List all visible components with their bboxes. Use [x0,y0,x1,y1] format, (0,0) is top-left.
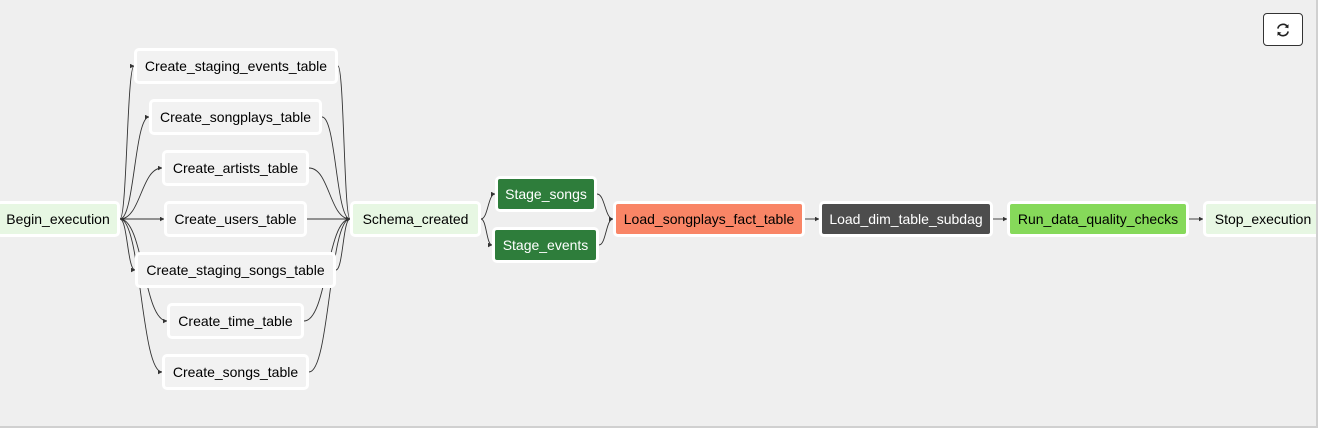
node-create-users-table[interactable]: Create_users_table [164,201,307,237]
edge-schema_created-to-stage_events [480,218,493,248]
node-label: Run_data_quality_checks [1017,211,1179,227]
node-label: Load_songplays_fact_table [623,211,795,227]
node-label: Schema_created [362,211,469,227]
node-schema-created[interactable]: Schema_created [350,201,481,237]
node-create-songs-table[interactable]: Create_songs_table [162,354,309,390]
node-label: Create_artists_table [172,160,299,176]
refresh-icon [1277,23,1289,36]
node-create-songplays-table[interactable]: Create_songplays_table [149,99,322,135]
node-stage-songs[interactable]: Stage_songs [495,176,597,212]
node-stop-execution[interactable]: Stop_execution [1203,201,1316,237]
node-label: Create_staging_events_table [144,58,328,74]
refresh-button[interactable] [1263,13,1303,46]
node-label: Stage_songs [505,186,587,202]
edge-begin_execution-to-create_songplays_table [119,114,150,220]
node-label: Create_staging_songs_table [146,262,325,278]
node-load-dim-table-subdag[interactable]: Load_dim_table_subdag [819,201,993,237]
node-label: Stage_events [502,237,589,253]
edge-create_artists_table-to-schema_created [308,167,351,222]
edge-begin_execution-to-create_staging_songs_table [119,218,136,273]
node-label: Create_time_table [178,313,293,329]
node-load-songplays-fact-table[interactable]: Load_songplays_fact_table [613,201,805,237]
edge-create_staging_events_table-to-schema_created [337,65,351,222]
node-label: Create_users_table [174,211,297,227]
edge-stage_events-to-load_songplays_fact_table [598,216,614,246]
node-create-time-table[interactable]: Create_time_table [167,303,304,339]
edge-create_songs_table-to-schema_created [308,216,351,373]
node-run-data-quality-checks[interactable]: Run_data_quality_checks [1007,201,1189,237]
node-label: Begin_execution [6,211,110,227]
node-create-artists-table[interactable]: Create_artists_table [162,150,309,186]
node-label: Load_dim_table_subdag [829,211,983,227]
edge-schema_created-to-stage_songs [480,191,496,220]
node-label: Stop_execution [1214,211,1312,227]
node-create-staging-songs-table[interactable]: Create_staging_songs_table [135,252,336,288]
edge-begin_execution-to-create_songs_table [119,218,163,375]
node-label: Create_songs_table [172,364,299,380]
node-begin-execution[interactable]: Begin_execution [0,201,120,237]
node-stage-events[interactable]: Stage_events [492,227,599,263]
edge-stage_songs-to-load_songplays_fact_table [596,193,614,222]
node-create-staging-events-table[interactable]: Create_staging_events_table [134,48,338,84]
node-label: Create_songplays_table [160,109,311,125]
edge-create_songplays_table-to-schema_created [321,116,351,222]
edge-begin_execution-to-create_staging_events_table [119,63,135,220]
edge-begin_execution-to-create_artists_table [119,165,163,220]
